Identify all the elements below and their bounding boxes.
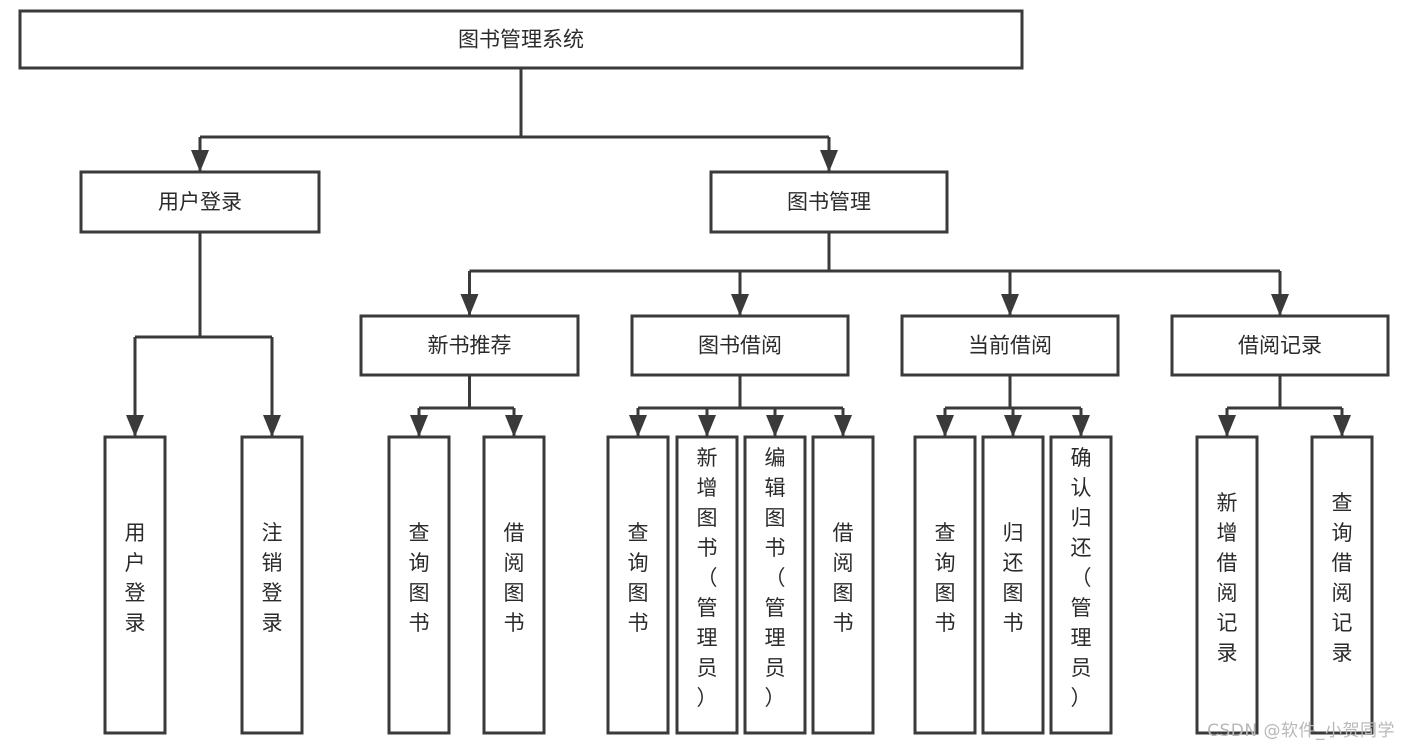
arrow-head-icon-current-confirm-return	[1072, 415, 1090, 437]
node-box-borrow-edit-book	[743, 435, 807, 735]
node-label-current-query-book: 查询图书	[935, 521, 956, 635]
arrow-head-icon-current-borrow	[1001, 294, 1019, 316]
node-borrow-edit-book[interactable]: 编辑图书（管理员）	[743, 435, 807, 735]
arrow-head-icon-borrow-edit-book	[766, 415, 784, 437]
node-box-current-confirm-return	[1049, 435, 1113, 735]
watermark-text: CSDN @软件_小贺同学	[1207, 721, 1395, 741]
node-current-confirm-return[interactable]: 确认归还（管理员）	[1049, 435, 1113, 735]
arrow-head-icon-borrow-query-book	[629, 415, 647, 437]
node-borrow-borrow-book[interactable]: 借阅图书	[811, 435, 875, 735]
node-borrow-add-book[interactable]: 新增图书（管理员）	[675, 435, 739, 735]
arrow-head-icon-book-management	[820, 150, 838, 172]
node-label-borrow-borrow-book: 借阅图书	[833, 521, 854, 635]
node-boxes-layer: 图书管理系统用户登录图书管理用户登录注销登录新书推荐图书借阅当前借阅借阅记录查询…	[18, 9, 1390, 735]
node-current-query-book[interactable]: 查询图书	[913, 435, 977, 735]
node-label-borrow-add-book: 新增图书（管理员）	[697, 446, 718, 710]
node-label-current-borrow: 当前借阅	[968, 334, 1052, 358]
arrow-head-icon-book-borrow	[731, 294, 749, 316]
node-box-book-management	[709, 170, 949, 234]
arrow-head-icon-borrow-add-book	[698, 415, 716, 437]
arrow-head-icon-record-add	[1218, 415, 1236, 437]
node-new-book-recommend[interactable]: 新书推荐	[359, 314, 580, 377]
node-book-borrow[interactable]: 图书借阅	[630, 314, 850, 377]
node-recommend-query-book[interactable]: 查询图书	[387, 435, 451, 735]
node-label-recommend-borrow-book: 借阅图书	[504, 521, 525, 635]
node-root[interactable]: 图书管理系统	[18, 9, 1024, 70]
node-label-user-login: 用户登录	[158, 190, 242, 214]
arrow-head-icon-user-logout-leaf	[263, 415, 281, 437]
node-box-record-query	[1310, 435, 1374, 735]
node-label-book-borrow: 图书借阅	[698, 334, 782, 358]
node-box-current-query-book	[913, 435, 977, 735]
arrow-head-icon-user-login-leaf	[126, 415, 144, 437]
node-box-book-borrow	[630, 314, 850, 377]
node-box-borrow-add-book	[675, 435, 739, 735]
node-box-borrow-record	[1170, 314, 1390, 377]
node-label-record-add: 新增借阅记录	[1217, 491, 1238, 665]
node-box-user-logout-leaf	[240, 435, 304, 735]
node-label-new-book-recommend: 新书推荐	[428, 334, 512, 358]
node-label-record-query: 查询借阅记录	[1332, 491, 1353, 665]
arrow-head-icon-user-login	[191, 150, 209, 172]
arrow-head-icon-borrow-record	[1271, 294, 1289, 316]
node-label-recommend-query-book: 查询图书	[409, 521, 430, 635]
node-box-root	[18, 9, 1024, 70]
node-user-logout-leaf[interactable]: 注销登录	[240, 435, 304, 735]
node-label-borrow-query-book: 查询图书	[628, 521, 649, 635]
node-user-login[interactable]: 用户登录	[79, 170, 321, 234]
arrow-head-icon-recommend-borrow-book	[505, 415, 523, 437]
node-label-borrow-record: 借阅记录	[1238, 334, 1322, 358]
node-box-new-book-recommend	[359, 314, 580, 377]
node-box-recommend-borrow-book	[482, 435, 546, 735]
node-label-root: 图书管理系统	[458, 28, 584, 52]
arrow-head-icon-current-return-book	[1004, 415, 1022, 437]
node-label-current-return-book: 归还图书	[1003, 521, 1024, 635]
node-book-management[interactable]: 图书管理	[709, 170, 949, 234]
node-record-add[interactable]: 新增借阅记录	[1195, 435, 1259, 735]
node-box-borrow-query-book	[606, 435, 670, 735]
arrow-head-icon-recommend-query-book	[410, 415, 428, 437]
node-user-login-leaf[interactable]: 用户登录	[103, 435, 167, 735]
connector-lines-layer	[126, 68, 1351, 437]
node-box-current-borrow	[900, 314, 1120, 377]
node-recommend-borrow-book[interactable]: 借阅图书	[482, 435, 546, 735]
node-box-record-add	[1195, 435, 1259, 735]
node-box-user-login	[79, 170, 321, 234]
node-label-user-logout-leaf: 注销登录	[262, 521, 283, 635]
arrow-head-icon-current-query-book	[936, 415, 954, 437]
arrow-head-icon-record-query	[1333, 415, 1351, 437]
node-box-user-login-leaf	[103, 435, 167, 735]
node-label-book-management: 图书管理	[787, 190, 871, 214]
node-borrow-query-book[interactable]: 查询图书	[606, 435, 670, 735]
node-current-return-book[interactable]: 归还图书	[981, 435, 1045, 735]
node-record-query[interactable]: 查询借阅记录	[1310, 435, 1374, 735]
arrow-head-icon-new-book-recommend	[460, 294, 479, 316]
arrow-head-icon-borrow-borrow-book	[834, 415, 852, 437]
node-label-user-login-leaf: 用户登录	[125, 521, 146, 635]
node-box-current-return-book	[981, 435, 1045, 735]
node-label-current-confirm-return: 确认归还（管理员）	[1071, 446, 1092, 710]
node-box-recommend-query-book	[387, 435, 451, 735]
node-current-borrow[interactable]: 当前借阅	[900, 314, 1120, 377]
node-label-borrow-edit-book: 编辑图书（管理员）	[765, 446, 786, 710]
node-box-borrow-borrow-book	[811, 435, 875, 735]
node-borrow-record[interactable]: 借阅记录	[1170, 314, 1390, 377]
